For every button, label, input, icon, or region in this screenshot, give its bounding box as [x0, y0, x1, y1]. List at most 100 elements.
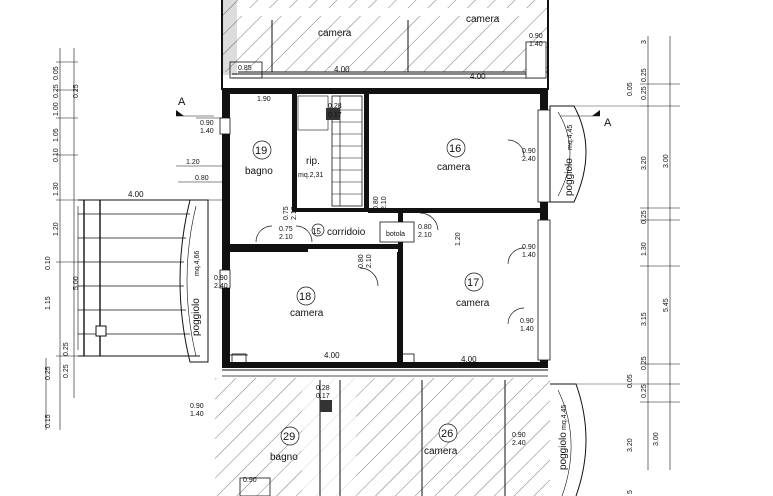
room-number-circle	[252, 140, 272, 160]
room-label-camera-bottom: camera	[424, 446, 458, 457]
room-number-camera17: 17	[467, 277, 479, 289]
dim-stair-028: 0.28	[328, 103, 342, 110]
dim-top-090: 0.90	[529, 33, 543, 40]
lower-neighbor-zone	[215, 364, 550, 496]
room-label-corridoio: corridoio	[327, 227, 366, 238]
dim-rv-300: 3.00	[663, 154, 670, 168]
dim-c16-240: 2.40	[522, 156, 536, 163]
room-number-circle	[280, 426, 300, 446]
room-label-camera17: camera	[456, 298, 490, 309]
section-label-right: A	[604, 117, 612, 129]
dim-c18-210: 2.10	[366, 254, 373, 268]
room-label-camera-top-left: camera	[318, 28, 352, 39]
dim-bagno-190: 1.90	[257, 96, 271, 103]
dim-rv-005: 0.05	[627, 82, 634, 96]
room-label-camera18: camera	[290, 308, 324, 319]
dim-top-140: 1.40	[529, 41, 543, 48]
poggiolo-right	[549, 105, 587, 496]
dim-rv-005b: 0.05	[627, 374, 634, 388]
room-label-bagno-bottom: bagno	[270, 452, 298, 463]
dim-rv-025b: 0.25	[641, 68, 648, 82]
room-number-bagno-bottom: 29	[283, 431, 295, 443]
room-label-poggiolo-right: poggiolo	[564, 158, 575, 196]
right-vertical-dims: 3 0.05 0.25 0.25 3.20 3.00 0.25 1.30 3.1…	[627, 40, 670, 494]
dim-bottom-400-left: 4.00	[324, 351, 340, 360]
dim-lv-025e: 0.25	[45, 366, 52, 380]
dim-bottom-400-right: 4.00	[461, 355, 477, 364]
dim-bagno-090: 0.90	[200, 120, 214, 127]
dim-lv-025c: 0.25	[63, 342, 70, 356]
dim-c17-090a: 0.90	[522, 244, 536, 251]
dim-c16-080: 0.80	[373, 196, 380, 210]
section-mark-right: A	[560, 110, 612, 129]
dim-rv-315: 3.15	[641, 312, 648, 326]
room-area-poggiolo-right: mq.4,45	[567, 125, 574, 150]
dim-left-400: 4.00	[128, 190, 144, 199]
left-dimension-lines	[45, 48, 222, 430]
dim-lv-115: 1.15	[45, 296, 52, 310]
dim-lv-015: 0.15	[45, 414, 52, 428]
dim-cor-075: 0.75	[279, 226, 293, 233]
dim-rv-545: 5.45	[663, 298, 670, 312]
dim-top-400-left: 4.00	[334, 65, 350, 74]
room-number-camera18: 18	[299, 291, 311, 303]
room-number-corridoio: 15	[312, 227, 321, 236]
room-number-circle	[446, 138, 466, 158]
dim-bot-090: 0.90	[190, 403, 204, 410]
room-label-poggiolo-bottom: poggiolo	[558, 432, 569, 470]
dim-lv-105: 1.05	[53, 128, 60, 142]
dim-rv-025c: 0.25	[641, 210, 648, 224]
pergola	[77, 199, 200, 357]
room-number-circle	[464, 272, 484, 292]
dim-rv-320: 3.20	[641, 156, 648, 170]
room-number-bagno: 19	[255, 145, 267, 157]
dim-lv-010b: 0.10	[45, 256, 52, 270]
dim-lv-025d: 0.25	[63, 364, 70, 378]
room-area-rip: mq.2,31	[298, 172, 323, 179]
dim-rv-130: 1.30	[641, 242, 648, 256]
dim-rv-025e: 0.25	[641, 384, 648, 398]
room-number-circle	[438, 423, 458, 443]
dim-lv-025b: 0.25	[53, 84, 60, 98]
room-number-camera16: 16	[449, 143, 461, 155]
dim-c16-090: 0.90	[522, 148, 536, 155]
room-area-poggiolo-left: mq.4,66	[194, 251, 201, 276]
dim-lv-120: 1.20	[53, 222, 60, 236]
room-number-circle	[311, 223, 325, 237]
dim-c16-210: 2.10	[381, 196, 388, 210]
dim-bst-017: 0.17	[316, 393, 330, 400]
dim-top-085: 0.85	[238, 65, 252, 72]
dimension-texts: 4.00 4.00 0.85 0.90 1.40 1.90 0.90 1.40 …	[128, 33, 543, 484]
dim-lv-025a: 0.25	[73, 84, 80, 98]
room-number-circle	[296, 286, 316, 306]
dim-c18-080: 0.80	[358, 254, 365, 268]
dim-lv-500: 5.00	[73, 276, 80, 290]
dim-bot-080: 0.80	[418, 224, 432, 231]
dim-c17-140a: 1.40	[522, 252, 536, 259]
dim-pl-090: 0.90	[214, 275, 228, 282]
dim-lv-100: 1.00	[53, 102, 60, 116]
dim-rip-075: 0.75	[283, 206, 290, 220]
room-label-botola: botola	[386, 231, 405, 238]
dim-left-120: 1.20	[186, 159, 200, 166]
dim-bagno-140: 1.40	[200, 128, 214, 135]
dim-rip-210: 2.10	[291, 206, 298, 220]
dim-bb-090: 0.90	[512, 432, 526, 439]
dim-bot-210: 2.10	[418, 232, 432, 239]
upper-neighbor-zone	[221, 0, 549, 90]
dim-rv-025d: 0.25	[641, 356, 648, 370]
dim-cor-120: 1.20	[455, 232, 462, 246]
dim-left-080: 0.80	[195, 175, 209, 182]
dim-stair-017: 0.17	[328, 112, 342, 119]
room-area-poggiolo-bottom: mq.4,45	[561, 405, 568, 430]
dim-bb-240: 2.40	[512, 440, 526, 447]
left-vertical-dims: 0.25 0.05 0.25 1.00 1.05 0.10 1.30 1.20 …	[45, 66, 80, 428]
dim-lv-005: 0.05	[53, 66, 60, 80]
dim-rv-5: 5	[627, 490, 634, 494]
dim-rv-3: 3	[641, 40, 648, 44]
room-number-camera-bottom: 26	[441, 428, 453, 440]
room-label-camera16: camera	[437, 162, 471, 173]
dim-bst-028: 0.28	[316, 385, 330, 392]
room-label-bagno: bagno	[245, 166, 273, 177]
dim-top-400-right: 4.00	[470, 72, 486, 81]
